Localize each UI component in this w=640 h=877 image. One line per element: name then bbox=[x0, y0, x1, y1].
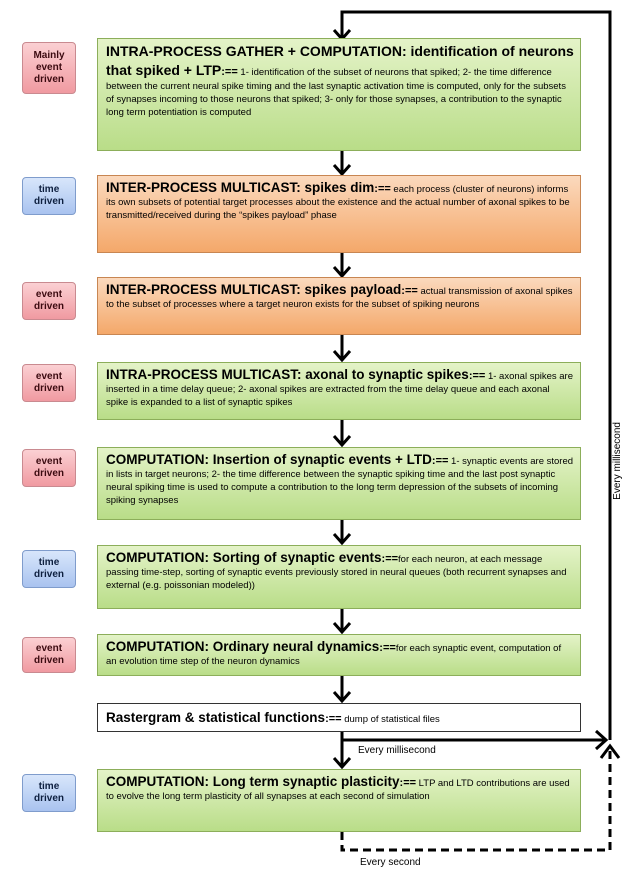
step-2-desc: each process (cluster of neurons) inform… bbox=[106, 184, 570, 221]
tag-step-4: event driven bbox=[22, 364, 76, 402]
step-3-sep: :== bbox=[401, 285, 418, 297]
step-1-sep: :== bbox=[221, 66, 238, 78]
every-second-label: Every second bbox=[360, 857, 421, 868]
tag-step-3: event driven bbox=[22, 282, 76, 320]
every-millisecond-side-label: Every millisecond bbox=[612, 422, 623, 500]
step-2-sep: :== bbox=[374, 183, 391, 195]
step-5-title: COMPUTATION: Insertion of synaptic event… bbox=[106, 452, 432, 467]
step-3-desc: actual transmission of axonal spikes to … bbox=[106, 286, 573, 310]
step-9-sep: :== bbox=[399, 777, 417, 789]
step-9-desc: LTP and LTD contributions are used to ev… bbox=[106, 778, 570, 802]
step-6-box: COMPUTATION: Sorting of synaptic events:… bbox=[97, 545, 581, 609]
step-3-title: INTER-PROCESS MULTICAST: spikes payload bbox=[106, 282, 402, 297]
tag-step-1: Mainly event driven bbox=[22, 42, 76, 94]
step-6-sep: :== bbox=[381, 553, 399, 565]
step-6-title: COMPUTATION: Sorting of synaptic events bbox=[106, 550, 382, 565]
step-9-title: COMPUTATION: Long term synaptic plastici… bbox=[106, 774, 400, 789]
step-3-box: INTER-PROCESS MULTICAST: spikes payload:… bbox=[97, 277, 581, 335]
step-8-box: Rastergram & statistical functions:== du… bbox=[97, 703, 581, 732]
step-9-box: COMPUTATION: Long term synaptic plastici… bbox=[97, 769, 581, 832]
every-millisecond-bottom-label: Every millisecond bbox=[358, 745, 436, 756]
step-6-desc: for each neuron, at each message passing… bbox=[106, 554, 567, 591]
tag-step-2: time driven bbox=[22, 177, 76, 215]
tag-step-9: time driven bbox=[22, 774, 76, 812]
step-1-desc: 1- identification of the subset of neuro… bbox=[106, 67, 566, 118]
step-5-sep: :== bbox=[431, 455, 449, 467]
step-4-title: INTRA-PROCESS MULTICAST: axonal to synap… bbox=[106, 367, 469, 382]
loop-top-line bbox=[340, 10, 612, 740]
step-7-desc: for each synaptic event, computation of … bbox=[106, 643, 562, 667]
tag-step-6: time driven bbox=[22, 550, 76, 588]
step-7-sep: :== bbox=[379, 642, 396, 654]
step-2-title: INTER-PROCESS MULTICAST: spikes dim bbox=[106, 180, 375, 195]
step-8-sep: :== bbox=[325, 713, 342, 725]
step-8-desc: dump of statistical files bbox=[341, 714, 440, 725]
step-7-title: COMPUTATION: Ordinary neural dynamics bbox=[106, 639, 380, 654]
step-7-box: COMPUTATION: Ordinary neural dynamics:==… bbox=[97, 634, 581, 676]
step-4-sep: :== bbox=[468, 370, 486, 382]
step-5-box: COMPUTATION: Insertion of synaptic event… bbox=[97, 447, 581, 520]
tag-step-7: event driven bbox=[22, 637, 76, 673]
step-8-title: Rastergram & statistical functions bbox=[106, 710, 326, 725]
step-2-box: INTER-PROCESS MULTICAST: spikes dim:== e… bbox=[97, 175, 581, 253]
step-1-box: INTRA-PROCESS GATHER + COMPUTATION: iden… bbox=[97, 38, 581, 151]
step-1-title: INTRA-PROCESS GATHER + COMPUTATION: iden… bbox=[106, 43, 574, 78]
step-5-desc: 1- synaptic events are stored in lists i… bbox=[106, 456, 574, 506]
tag-step-5: event driven bbox=[22, 449, 76, 487]
step-4-box: INTRA-PROCESS MULTICAST: axonal to synap… bbox=[97, 362, 581, 420]
down-arrows bbox=[332, 151, 352, 770]
step-4-desc: 1- axonal spikes are inserted in a time … bbox=[106, 371, 573, 408]
